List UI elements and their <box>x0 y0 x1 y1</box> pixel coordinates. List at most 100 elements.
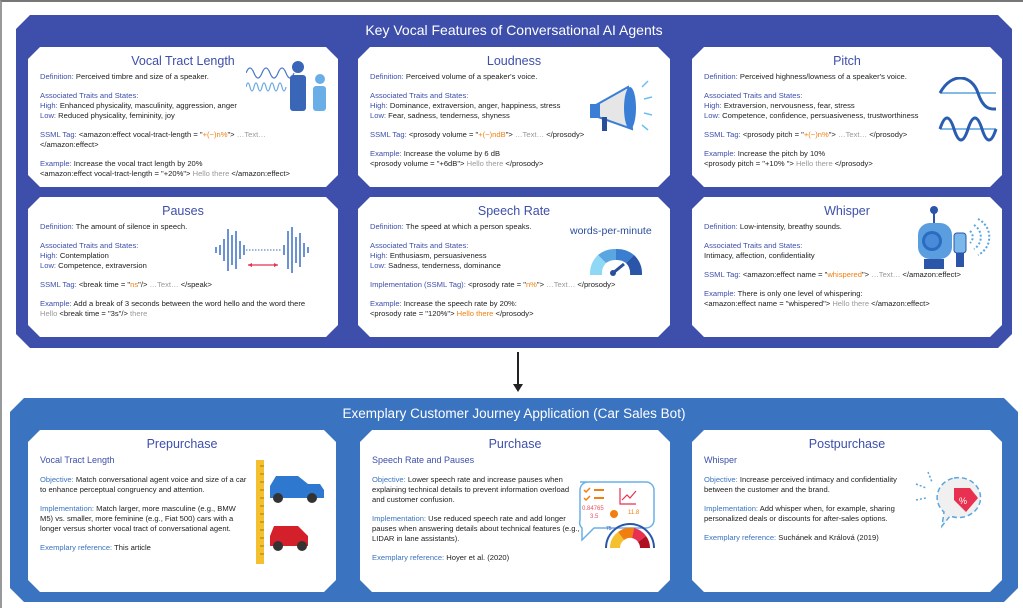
example-label: Example: <box>704 289 736 298</box>
icon-number: 11.8 <box>628 510 640 516</box>
ssml-value: +(−)n% <box>803 130 829 139</box>
person-soundwave-icon <box>246 59 332 111</box>
example-label: Example: <box>40 299 72 308</box>
low-label: Low: <box>40 261 57 270</box>
objective-text: Lower speech rate and increase pauses wh… <box>372 475 570 504</box>
card-speech-rate: Speech Rate words-per-minute Definition:… <box>358 197 670 337</box>
objective-label: Objective: <box>704 475 738 484</box>
ssml-mid: "> <box>505 130 513 139</box>
flow-arrow <box>517 352 519 386</box>
icon-number: 75 <box>606 526 612 532</box>
example-hello: Hello there <box>464 159 506 168</box>
ssml-label: SSML Tag: <box>370 130 407 139</box>
card-vocal-tract-length: Vocal Tract Length Definition: Perceived… <box>28 47 338 187</box>
ssml-post: </amazon:effect> <box>902 270 961 279</box>
traits-label: Associated Traits and States: <box>40 91 139 100</box>
reference-text: This article <box>114 543 151 552</box>
ssml-value: +(−)n% <box>202 130 228 139</box>
definition-text: Low-intensity, breathy sounds. <box>739 222 842 231</box>
implementation-text: Add whisper when, for example, sharing p… <box>704 504 895 523</box>
definition-text: Perceived volume of a speaker's voice. <box>405 72 538 81</box>
reference-text: Suchánek and Králová (2019) <box>778 533 879 542</box>
definition-label: Definition: <box>704 222 738 231</box>
example-label: Example: <box>370 149 402 158</box>
ssml-text: …Text… <box>147 280 181 289</box>
objective-text: Match conversational agent voice and siz… <box>40 475 247 494</box>
ssml-value: +(−)ndB <box>478 130 506 139</box>
ssml-label: SSML Tag: <box>40 130 77 139</box>
example-post: </prosody> <box>495 309 534 318</box>
example-post: </prosody> <box>505 159 544 168</box>
low-label: Low: <box>704 111 721 120</box>
reference-label: Exemplary reference: <box>40 543 113 552</box>
example-text: Increase the volume by 6 dB <box>403 149 501 158</box>
ssml-post: </amazon:effect> <box>40 140 99 149</box>
example-pre: <break time = "3s"/> <box>59 309 128 318</box>
reference-label: Exemplary reference: <box>704 533 777 542</box>
pause-waveform-icon <box>212 227 316 275</box>
ssml-mid: "> <box>536 280 545 289</box>
high-label: High: <box>40 251 58 260</box>
traits-text: Intimacy, affection, confidentiality <box>704 251 815 260</box>
ssml-post: </prosody> <box>577 280 616 289</box>
reference-label: Exemplary reference: <box>372 553 445 562</box>
feature-name: Speech Rate and Pauses <box>372 455 475 465</box>
example-pre: <amazon:effect vocal-tract-length = "+20… <box>40 169 191 178</box>
traits-label: Associated Traits and States: <box>370 241 469 250</box>
customer-journey-panel: Exemplary Customer Journey Application (… <box>10 398 1018 602</box>
high-label: High: <box>370 101 388 110</box>
low-text: Fear, sadness, tenderness, shyness <box>388 111 510 120</box>
card-title: Loudness <box>486 54 542 68</box>
low-label: Low: <box>370 261 387 270</box>
ssml-post: </prosody> <box>869 130 908 139</box>
ssml-mid: "> <box>227 130 235 139</box>
ssml-label: SSML Tag: <box>704 270 741 279</box>
example-label: Example: <box>40 159 72 168</box>
card-title: Pitch <box>833 54 861 68</box>
card-purchase: Purchase 0.84765 3.5 11.8 75 Speech Rate… <box>360 430 670 592</box>
card-postpurchase: Postpurchase % Whisper Objective: Increa… <box>692 430 1002 592</box>
ssml-mid: "> <box>861 270 870 279</box>
feature-name: Whisper <box>704 455 738 465</box>
ssml-text: …Text… <box>544 280 578 289</box>
vocal-features-panel: Key Vocal Features of Conversational AI … <box>16 15 1012 348</box>
example-text: Add a break of 3 seconds between the wor… <box>73 299 306 308</box>
example-hello: Hello there <box>793 159 835 168</box>
example-text: Increase the speech rate by 20%: <box>403 299 517 308</box>
example-label: Example: <box>704 149 736 158</box>
example-hello: Hello there <box>830 299 872 308</box>
example-post: </prosody> <box>834 159 873 168</box>
ssml-pre: <break time = " <box>78 280 131 289</box>
panel-title: Exemplary Customer Journey Application (… <box>342 406 686 421</box>
card-title: Whisper <box>824 204 870 218</box>
card-title: Prepurchase <box>146 437 218 451</box>
card-title: Postpurchase <box>808 437 886 451</box>
example-pre: <amazon:effect name = "whispered"> <box>704 299 831 308</box>
high-text: Enthusiasm, persuasiveness <box>389 251 487 260</box>
example-post: there <box>127 309 148 318</box>
words-per-minute-label: words-per-minute <box>570 225 652 237</box>
high-text: Dominance, extraversion, anger, happines… <box>389 101 561 110</box>
speedometer-icon <box>586 243 646 277</box>
card-pitch: Pitch Definition: Perceived highness/low… <box>692 47 1002 187</box>
card-whisper: Whisper Definition: Low-intensity, breat… <box>692 197 1002 337</box>
card-title: Purchase <box>488 437 542 451</box>
implementation-label: Implementation: <box>372 514 427 523</box>
ssml-pre: <prosody volume = " <box>408 130 479 139</box>
example-pre: <prosody volume = "+6dB"> <box>370 159 465 168</box>
high-label: High: <box>40 101 58 110</box>
implementation-text: Match larger, more masculine (e.g., BMW … <box>40 504 236 533</box>
card-prepurchase: Prepurchase Vocal Tract Length Objective… <box>28 430 336 592</box>
high-label: High: <box>370 251 388 260</box>
example-hello: Hello there <box>454 309 496 318</box>
ssml-pre: <prosody rate = " <box>467 280 526 289</box>
icon-number: 0.84765 <box>582 506 604 512</box>
feature-name: Vocal Tract Length <box>40 455 115 465</box>
cars-ruler-icon <box>248 460 332 566</box>
low-text: Reduced physicality, femininity, joy <box>58 111 175 120</box>
example-label: Example: <box>370 299 402 308</box>
ssml-value: whispered <box>827 270 862 279</box>
ssml-label: SSML Tag: <box>704 130 741 139</box>
ssml-pre: <amazon:effect name = " <box>742 270 828 279</box>
ssml-text: …Text… <box>234 130 266 139</box>
